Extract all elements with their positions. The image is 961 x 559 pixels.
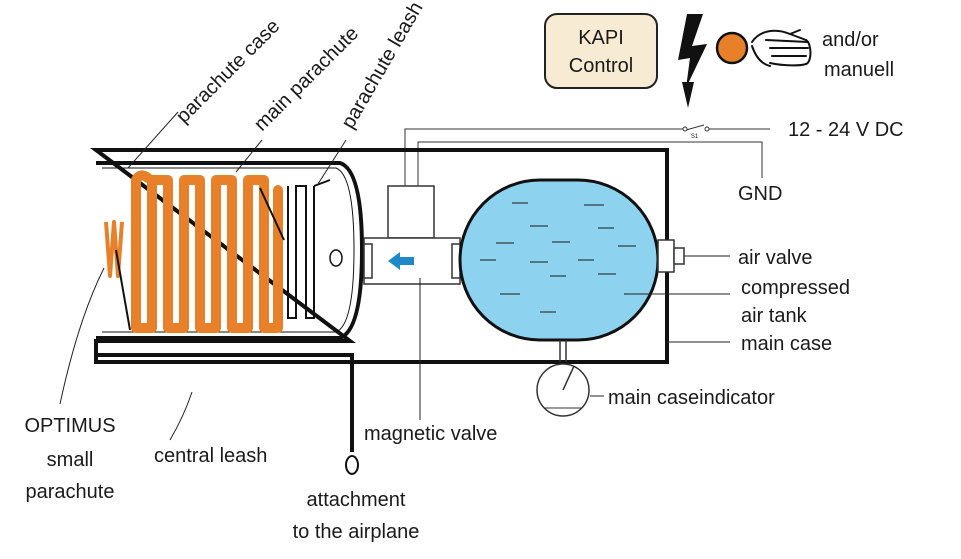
lightning-icon [678, 14, 707, 108]
switch-lever [685, 124, 705, 131]
optimus-label-line2: small [47, 449, 94, 471]
switch-label: S1 [691, 134, 699, 140]
kapi-control-box: KAPI Control [544, 13, 658, 89]
gnd-wire [417, 141, 763, 186]
compressed-air-tank [458, 178, 660, 342]
compressed-label-line2: air tank [741, 305, 808, 327]
main-case-label: main case [741, 333, 832, 355]
switch-contact-left [682, 126, 688, 132]
central-leash [96, 353, 354, 452]
parachute-leash-label: parachute leash [337, 0, 427, 132]
air-valve [657, 239, 685, 273]
small-parachute [104, 220, 124, 278]
voltage-label: 12 - 24 V DC [788, 119, 904, 141]
attachment-eye [345, 455, 359, 475]
manual-button-icon [715, 31, 749, 65]
attachment-label-line1: attachment [307, 489, 406, 511]
leash-ring [329, 249, 343, 267]
kapi-label-line1: KAPI [578, 27, 624, 49]
leader-parachute-leash [317, 139, 347, 185]
wiring [404, 124, 770, 186]
kapi-label-line2: Control [569, 55, 633, 77]
supply-wire [404, 128, 683, 186]
leader-central-leash [169, 391, 193, 441]
hand-icon [751, 29, 812, 67]
leader-parachute-case [127, 111, 179, 169]
compressed-label-line1: compressed [741, 277, 850, 299]
magnetic-valve-label: magnetic valve [364, 423, 497, 445]
small-parachute-line [115, 249, 131, 331]
leader-lines [59, 111, 730, 441]
attachment-label-line2: to the airplane [293, 521, 420, 543]
leader-optimus [59, 267, 105, 405]
pressure-indicator [536, 340, 590, 417]
main-caseindicator-label: main caseindicator [608, 387, 775, 409]
valve-top-block [387, 185, 435, 239]
air-valve-label: air valve [738, 247, 812, 269]
central-leash-label: central leash [154, 445, 267, 467]
parachute-leash [287, 179, 331, 319]
kapi-box-frame [544, 13, 658, 89]
optimus-label-line1: OPTIMUS [24, 415, 115, 437]
flow-arrow-icon [388, 252, 414, 270]
optimus-label-line3: parachute [26, 481, 115, 503]
main-case [90, 148, 669, 364]
gnd-label: GND [738, 183, 782, 205]
switch-contact-right [704, 126, 710, 132]
magnetic-valve [363, 185, 461, 285]
valve-flange-left [363, 243, 373, 279]
manuell-label: manuell [824, 59, 894, 81]
main-parachute [131, 170, 283, 333]
and-or-label: and/or [822, 29, 879, 51]
leader-main-parachute [235, 139, 263, 173]
parachute-case [96, 161, 365, 340]
parachute-tie [259, 187, 285, 241]
